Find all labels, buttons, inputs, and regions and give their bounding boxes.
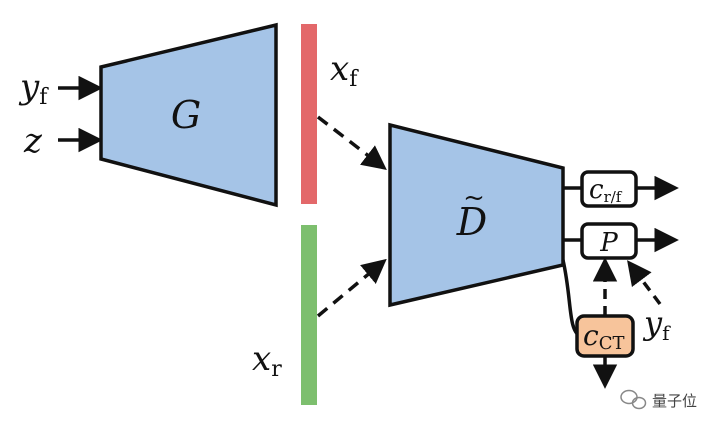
yf-to-p-arrow — [627, 260, 662, 306]
wechat-icon — [620, 389, 647, 410]
real-to-d-arrow — [316, 258, 387, 318]
label-in-text: yf — [642, 304, 671, 345]
real-sample-label: xr — [252, 339, 282, 382]
discriminator-tilde: ~ — [463, 183, 485, 213]
yf-input-label: yf — [18, 67, 49, 110]
head-rf-label: cr/f — [589, 175, 623, 206]
fake-sample-bar — [301, 24, 317, 204]
generator-block — [99, 22, 278, 208]
discriminator-label: D — [456, 200, 487, 244]
head-p-label: P — [599, 228, 618, 258]
fake-to-d-arrow — [316, 115, 387, 170]
fake-sample-label: xf — [330, 49, 359, 92]
watermark: 量子位 — [620, 389, 697, 410]
real-sample-bar — [301, 225, 317, 405]
z-input-label: z — [23, 121, 43, 161]
head-ct-label: cCT — [583, 319, 624, 354]
generator-label: G — [171, 93, 201, 137]
watermark-text: 量子位 — [652, 392, 697, 410]
